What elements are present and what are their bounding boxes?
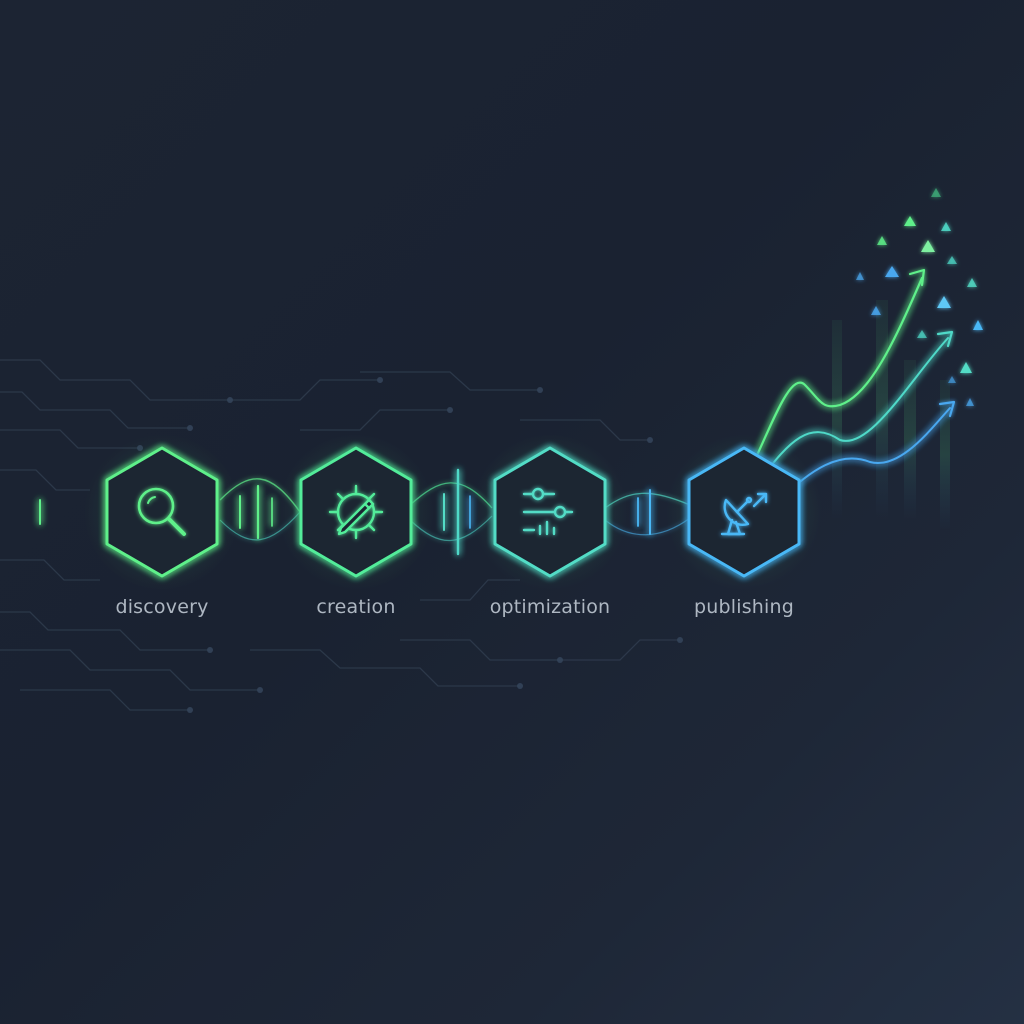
stage-optimization[interactable]	[472, 434, 628, 590]
stage-discovery-hexagon	[105, 446, 219, 578]
sliders-icon	[522, 487, 574, 536]
circuit-traces-left	[0, 359, 680, 711]
stage-publishing[interactable]	[666, 434, 822, 590]
arrow-particles	[856, 188, 983, 406]
magnifying-glass-icon	[137, 487, 186, 536]
stage-nodes	[84, 434, 822, 590]
growth-arrowheads	[908, 268, 956, 418]
satellite-dish-icon	[720, 492, 768, 536]
growth-curve-green	[748, 276, 924, 472]
stage-publishing-hexagon	[687, 446, 801, 578]
stage-label-discovery: discovery	[115, 596, 209, 618]
circuit-nodes	[137, 377, 683, 713]
stage-label-optimization: optimization	[489, 596, 611, 618]
gear-pencil-icon	[328, 484, 384, 540]
stage-label-creation: creation	[316, 596, 396, 618]
stage-discovery[interactable]	[84, 434, 240, 590]
signal-pulses	[39, 468, 651, 556]
growth-bars	[832, 300, 950, 530]
stage-creation[interactable]	[278, 434, 434, 590]
stage-label-publishing: publishing	[693, 596, 795, 618]
